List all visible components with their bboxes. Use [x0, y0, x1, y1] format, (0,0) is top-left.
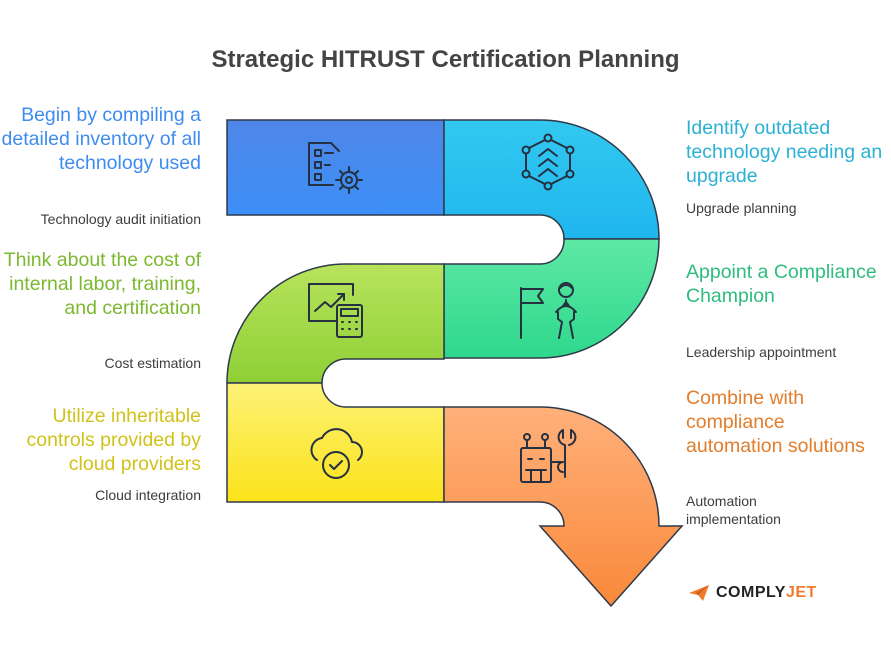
step1-label: Technology audit initiation	[40, 211, 201, 227]
flag-person-icon	[520, 282, 577, 339]
step4-heading: Appoint a Compliance Champion	[686, 261, 877, 307]
segment-upgrade-planning	[443, 119, 660, 240]
step5-label: Cloud integration	[95, 487, 201, 503]
robot-wrench-icon	[520, 429, 577, 483]
segment-cost-estimation	[226, 263, 445, 384]
step3-label: Cost estimation	[104, 355, 201, 371]
brand-logo: COMPLYJET	[688, 584, 817, 602]
step1-heading: Begin by compiling a detailed inventory …	[1, 104, 201, 174]
brand-name-part2: JET	[785, 584, 817, 601]
segment-leadership-appointment	[443, 238, 660, 359]
step6-heading: Combine with compliance automation solut…	[686, 387, 865, 457]
step2-label: Upgrade planning	[686, 200, 797, 216]
segment-technology-audit	[226, 119, 445, 216]
paper-plane-icon	[689, 585, 709, 601]
segment-cloud-integration	[226, 382, 445, 503]
step2-heading: Identify outdated technology needing an …	[686, 117, 883, 187]
page-title: Strategic HITRUST Certification Planning	[211, 46, 680, 73]
step6-label: Automation implementation	[686, 493, 781, 527]
cloud-check-icon	[310, 428, 363, 479]
step4-label: Leadership appointment	[686, 344, 837, 360]
brand-name-part1: COMPLY	[716, 584, 786, 601]
network-upgrade-icon	[521, 133, 575, 191]
step3-heading: Think about the cost of internal labor, …	[3, 249, 201, 319]
chart-calculator-icon	[308, 283, 363, 338]
checklist-gear-icon	[308, 142, 363, 194]
segment-automation-implementation	[443, 406, 684, 608]
brand-name: COMPLYJET	[716, 584, 817, 602]
step5-heading: Utilize inheritable controls provided by…	[26, 405, 201, 475]
